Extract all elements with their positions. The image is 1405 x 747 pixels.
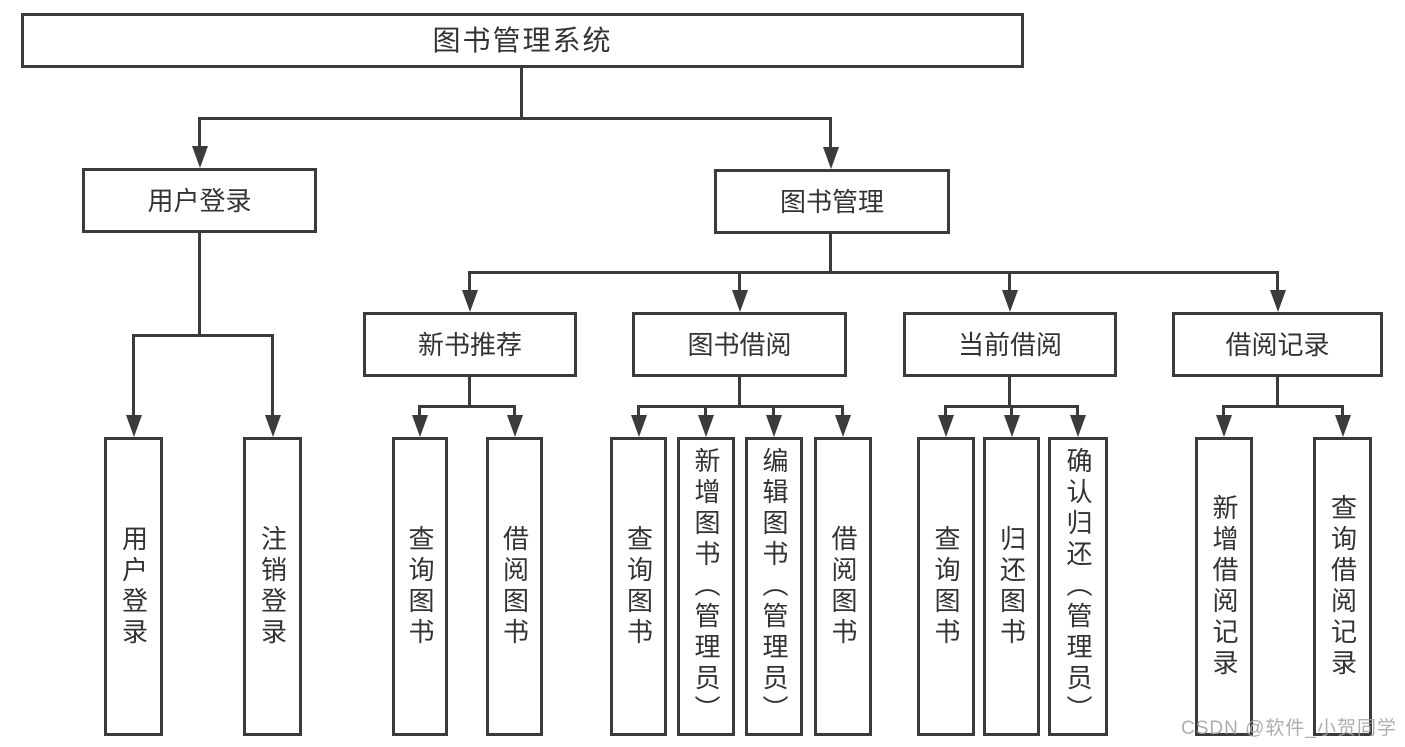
connector-level2-bus: [468, 271, 1279, 274]
node-book-management: 图书管理: [714, 169, 950, 234]
csdn-watermark: CSDN @软件_小贺同学: [1181, 718, 1397, 739]
connector-group-drop: [738, 271, 741, 294]
arrow-down-icon: [1004, 415, 1020, 437]
connector-book-mgmt-stem: [829, 234, 832, 274]
connector-leaf-drop: [704, 405, 707, 418]
connector-leaf-drop: [841, 405, 844, 418]
leaf-query-books-recommend: 查询图书: [392, 437, 448, 736]
arrow-down-icon: [732, 290, 748, 312]
leaf-label: 确认归还（管理员）: [1063, 447, 1093, 726]
node-new-book-recommend: 新书推荐: [363, 312, 577, 377]
connector-to-user-login: [198, 117, 201, 150]
connector-to-book-management: [829, 117, 832, 150]
connector-leaf-drop: [1076, 405, 1079, 418]
leaf-label: 编辑图书（管理员）: [759, 447, 789, 726]
arrow-down-icon: [835, 415, 851, 437]
arrow-down-icon: [766, 415, 782, 437]
arrow-down-icon: [507, 415, 523, 437]
connector-group-drop: [1008, 271, 1011, 294]
arrow-down-icon: [1270, 290, 1286, 312]
leaf-confirm-return-admin: 确认归还（管理员）: [1048, 437, 1108, 736]
leaf-borrow-books-recommend: 借阅图书: [486, 437, 543, 736]
leaf-edit-book-admin: 编辑图书（管理员）: [745, 437, 803, 736]
connector-leaf-drop: [1222, 405, 1225, 418]
node-label: 当前借阅: [957, 329, 1062, 360]
node-label: 图书借阅: [687, 329, 792, 360]
leaf-label: 新增借阅记录: [1209, 493, 1239, 680]
connector-leaf-drop: [132, 334, 135, 418]
arrow-down-icon: [823, 147, 839, 169]
leaf-query-books-current: 查询图书: [917, 437, 975, 736]
arrow-down-icon: [698, 415, 714, 437]
leaf-query-borrow-record: 查询借阅记录: [1313, 437, 1372, 736]
connector-group-drop: [1276, 271, 1279, 294]
connector-leaf-drop: [271, 334, 274, 418]
arrow-down-icon: [126, 415, 142, 437]
node-user-login: 用户登录: [82, 168, 317, 233]
leaf-add-book-admin: 新增图书（管理员）: [677, 437, 735, 736]
connector-group-drop: [468, 271, 471, 294]
node-label: 图书管理: [779, 186, 884, 217]
connector-user-login-bus: [132, 334, 274, 337]
connector-group2-bus: [637, 405, 844, 408]
arrow-down-icon: [462, 290, 478, 312]
arrow-down-icon: [192, 146, 208, 168]
node-book-borrow: 图书借阅: [632, 312, 847, 377]
node-borrow-records: 借阅记录: [1172, 312, 1383, 377]
leaf-user-login: 用户登录: [104, 437, 163, 736]
node-label: 新书推荐: [417, 329, 522, 360]
leaf-label: 查询借阅记录: [1327, 493, 1358, 680]
connector-level1-bus: [198, 117, 832, 120]
connector-leaf-drop: [513, 405, 516, 418]
arrow-down-icon: [1002, 290, 1018, 312]
connector-leaf-drop: [1341, 405, 1344, 418]
connector-leaf-drop: [418, 405, 421, 418]
leaf-query-books-borrow: 查询图书: [610, 437, 667, 736]
leaf-add-borrow-record: 新增借阅记录: [1195, 437, 1253, 736]
connector-leaf-drop: [1010, 405, 1013, 418]
node-current-borrow: 当前借阅: [903, 312, 1117, 377]
connector-group1-stem: [468, 377, 471, 408]
connector-leaf-drop: [944, 405, 947, 418]
leaf-logout: 注销登录: [243, 437, 302, 736]
leaf-label: 注销登录: [257, 524, 288, 649]
connector-leaf-drop: [772, 405, 775, 418]
connector-leaf-drop: [637, 405, 640, 418]
node-library-system: 图书管理系统: [21, 13, 1024, 68]
arrow-down-icon: [1216, 415, 1232, 437]
leaf-label: 查询图书: [931, 524, 961, 649]
arrow-down-icon: [412, 415, 428, 437]
connector-group2-stem: [738, 377, 741, 408]
arrow-down-icon: [631, 415, 647, 437]
leaf-label: 查询图书: [623, 524, 654, 649]
leaf-label: 新增图书（管理员）: [691, 447, 721, 726]
leaf-label: 借阅图书: [499, 524, 530, 649]
node-label: 用户登录: [147, 185, 252, 216]
leaf-label: 查询图书: [405, 524, 435, 649]
leaf-label: 归还图书: [996, 524, 1027, 649]
connector-root-stem: [520, 68, 523, 118]
leaf-label: 用户登录: [118, 524, 149, 649]
leaf-label: 借阅图书: [828, 524, 858, 649]
node-label: 借阅记录: [1225, 329, 1330, 360]
leaf-borrow-books: 借阅图书: [814, 437, 872, 736]
arrow-down-icon: [938, 415, 954, 437]
connector-group4-bus: [1222, 405, 1343, 408]
connector-group3-stem: [1008, 377, 1011, 408]
arrow-down-icon: [265, 415, 281, 437]
connector-group4-stem: [1276, 377, 1279, 408]
leaf-return-books: 归还图书: [983, 437, 1040, 736]
arrow-down-icon: [1335, 415, 1351, 437]
node-label: 图书管理系统: [432, 24, 613, 56]
connector-group1-bus: [418, 405, 516, 408]
connector-user-login-stem: [198, 233, 201, 337]
arrow-down-icon: [1070, 415, 1086, 437]
